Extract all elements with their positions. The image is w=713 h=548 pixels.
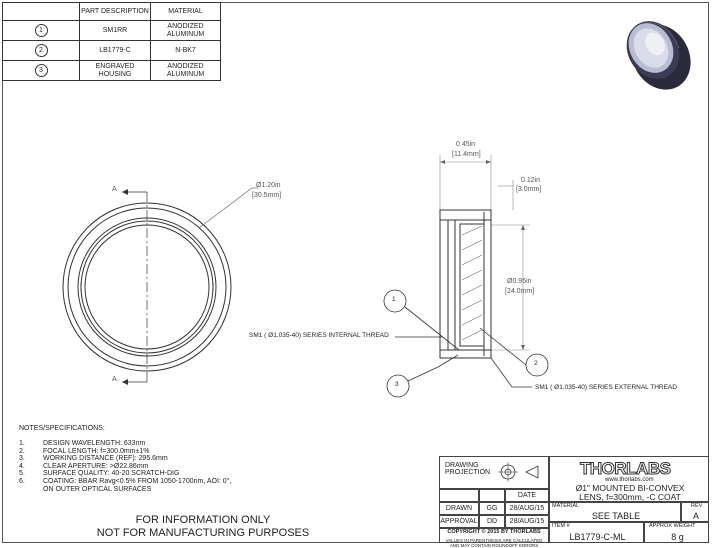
item-label: ITEM # <box>552 523 570 529</box>
parts-row: 2 LB1779-C N-BK7 <box>2 40 221 61</box>
external-thread-note: SM1 ( Ø1.035-40) SERIES EXTERNAL THREAD <box>535 384 677 391</box>
projection-cell: DRAWING PROJECTION <box>439 456 549 489</box>
list-item: 4.CLEAR APERTURE: >Ø22.86mm <box>19 462 149 470</box>
rev-label: REV <box>691 503 703 509</box>
projection-symbol-icon <box>498 462 539 482</box>
product-render-image <box>626 21 691 90</box>
list-item: 1.DESIGN WAVELENGTH: 633nm <box>19 440 146 447</box>
front-diameter-dimension: Ø1.20in <box>256 182 281 189</box>
part-number-badge: 1 <box>34 24 48 37</box>
drawn-date: 28/AUG/15 <box>505 502 549 515</box>
part-material: N-BK7 <box>150 40 221 61</box>
parts-header-material: MATERIAL <box>150 2 221 21</box>
material-cell: MATERIAL SEE TABLE <box>549 502 681 522</box>
part-desc: ENGRAVED HOUSING <box>79 60 151 81</box>
rev-cell: REV A <box>681 502 709 522</box>
item-value: LB1779-C-ML <box>569 532 626 542</box>
width-dimension: 0.45in <box>456 141 476 148</box>
internal-thread-leader <box>395 336 443 338</box>
section-view-drawing <box>439 155 530 359</box>
section-label-bottom: A <box>112 376 117 383</box>
inner-diameter-mm: [24.0mm] <box>505 288 535 295</box>
parts-row: 1 SM1RR ANODIZED ALUMINUM <box>2 20 221 41</box>
parts-header-desc: PART DESCRIPTION <box>79 2 151 21</box>
info-only-line2: NOT FOR MANUFACTURING PURPOSES <box>96 527 310 539</box>
part-desc: SM1RR <box>79 20 151 41</box>
info-only-line1: FOR INFORMATION ONLY <box>135 514 271 526</box>
callout-leaders <box>383 289 549 398</box>
list-item: ON OUTER OPTICAL SURFACES <box>43 485 152 493</box>
drawn-by: GG <box>479 502 505 515</box>
drawing-title: Ø1" MOUNTED BI-CONVEX LENS, f=300mm, -C … <box>550 484 710 502</box>
thread-depth-dimension: 0.12in <box>521 177 541 184</box>
drawn-label: DRAWN <box>439 502 479 515</box>
front-diameter-mm: [30.5mm] <box>252 192 282 199</box>
part-material: ANODIZED ALUMINUM <box>150 20 221 41</box>
title-line-2: LENS, f=300mm, -C COAT <box>579 492 681 502</box>
company-cell: THORLABS www.thorlabs.com Ø1" MOUNTED BI… <box>549 456 709 502</box>
internal-thread-note: SM1 ( Ø1.035-40) SERIES INTERNAL THREAD <box>249 332 389 339</box>
rev-value: A <box>692 511 699 521</box>
approved-by: DD <box>479 515 505 528</box>
callout-1-label: 1 <box>392 296 396 303</box>
list-item: 3.WORKING DISTANCE (REF): 295.6mm <box>19 455 168 463</box>
callout-2-label: 2 <box>534 360 538 367</box>
material-value: SEE TABLE <box>591 511 641 521</box>
website-text: www.thorlabs.com <box>605 477 654 483</box>
inner-diameter-dimension: Ø0.95in <box>507 278 532 285</box>
part-material: ANODIZED ALUMINUM <box>150 60 221 81</box>
front-view-drawing <box>62 187 258 385</box>
notes-list: 1.DESIGN WAVELENGTH: 633nm 2.FOCAL LENGT… <box>19 440 319 493</box>
part-number-badge: 3 <box>34 64 48 77</box>
copyright-cell: COPYRIGHT © 2015 BY THORLABS <box>439 528 549 543</box>
width-dimension-mm: [11.4mm] <box>452 151 481 158</box>
title-line-1: Ø1" MOUNTED BI-CONVEX <box>575 483 685 493</box>
item-cell: ITEM # LB1779-C-ML <box>549 522 644 543</box>
list-item: 2.FOCAL LENGTH: f=300.0mm±1% <box>19 447 150 455</box>
parts-table: PART DESCRIPTION MATERIAL 1 SM1RR ANODIZ… <box>2 2 221 81</box>
projection-label: DRAWING PROJECTION <box>445 462 491 476</box>
title-block: DRAWING PROJECTION DATE DRAWN GG 28/AUG/… <box>439 456 709 548</box>
thorlabs-logo: THORLABS <box>579 459 671 479</box>
list-item: 5.SURFACE QUALITY: 40-20 SCRATCH-DIG <box>19 470 180 478</box>
approval-label: APPROVAL <box>439 515 479 528</box>
weight-label: APPROX WEIGHT <box>649 523 696 529</box>
date-header: DATE <box>505 489 549 502</box>
callout-3-label: 3 <box>395 381 399 388</box>
material-label: MATERIAL <box>552 503 580 509</box>
list-item: 6.COATING: BBAR Ravg<0.5% FROM 1050-1700… <box>19 477 232 485</box>
notes-title: NOTES/SPECIFICATIONS: <box>19 425 105 432</box>
part-number-badge: 2 <box>34 44 48 57</box>
drawing-border <box>2 2 709 543</box>
thread-depth-mm: [3.0mm] <box>516 186 542 193</box>
weight-value: 8 g <box>671 532 684 542</box>
parts-row: 3 ENGRAVED HOUSING ANODIZED ALUMINUM <box>2 60 221 81</box>
weight-cell: APPROX WEIGHT 8 g <box>644 522 709 543</box>
approved-date: 28/AUG/15 <box>505 515 549 528</box>
part-desc: LB1779-C <box>79 40 151 61</box>
copyright-text: COPYRIGHT © 2015 BY THORLABS <box>447 529 541 535</box>
roundoff-note: VALUES IN PARENTHESIS ARE CALCULATED AND… <box>445 538 543 548</box>
parts-header-num <box>2 2 80 21</box>
section-label-top: A <box>112 186 117 193</box>
